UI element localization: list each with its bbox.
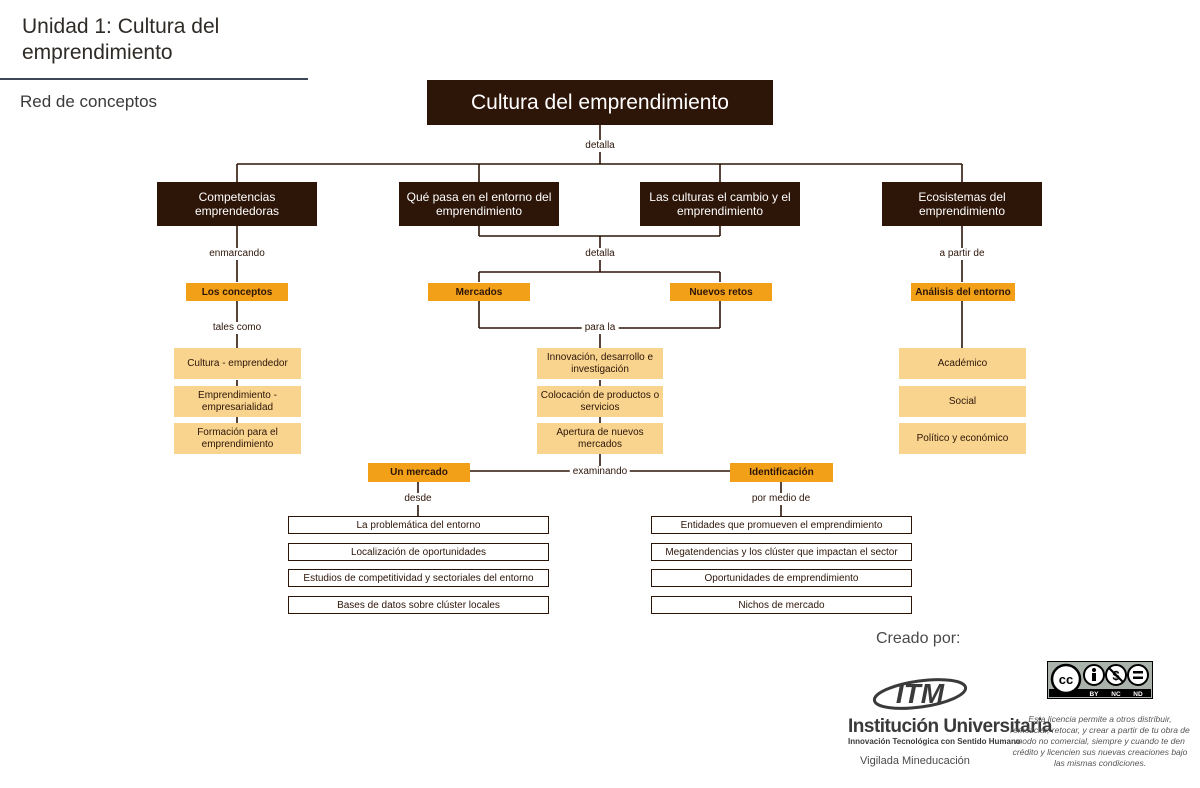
branch-culturas: Las culturas el cambio y el emprendimien… bbox=[640, 182, 800, 226]
page-subtitle: Red de conceptos bbox=[20, 92, 158, 111]
link-label-desde: desde bbox=[401, 493, 435, 505]
item-problematica-entorno: La problemática del entorno bbox=[288, 516, 549, 534]
item-estudios-competitividad: Estudios de competitividad y sectoriales… bbox=[288, 569, 549, 587]
link-label-por-medio-de: por medio de bbox=[748, 493, 814, 505]
page-title: Unidad 1: Cultura del emprendimiento bbox=[22, 15, 220, 64]
node-analisis-del-entorno: Análisis del entorno bbox=[911, 283, 1015, 301]
item-entidades: Entidades que promueven el emprendimient… bbox=[651, 516, 912, 534]
branch-ecosistemas: Ecosistemas del emprendimiento bbox=[882, 182, 1042, 226]
item-oportunidades: Oportunidades de emprendimiento bbox=[651, 569, 912, 587]
svg-text:BY: BY bbox=[1089, 691, 1099, 698]
item-colocacion: Colocación de productos o servicios bbox=[537, 386, 663, 417]
title-divider bbox=[0, 78, 308, 80]
node-mercados: Mercados bbox=[428, 283, 530, 301]
noderivatives-icon bbox=[1127, 664, 1149, 686]
link-label-para-la: para la bbox=[581, 322, 619, 334]
root-concept: Cultura del emprendimiento bbox=[427, 80, 773, 125]
item-emprendimiento-empresarialidad: Emprendimiento - empresarialidad bbox=[174, 386, 301, 417]
link-label-a-partir-de: a partir de bbox=[936, 248, 988, 260]
item-bases-de-datos: Bases de datos sobre clúster locales bbox=[288, 596, 549, 614]
link-label-examinando: examinando bbox=[569, 466, 631, 478]
branch-competencias: Competencias emprendedoras bbox=[157, 182, 317, 226]
svg-text:cc: cc bbox=[1059, 672, 1073, 687]
item-apertura: Apertura de nuevos mercados bbox=[537, 423, 663, 454]
item-social: Social bbox=[899, 386, 1026, 417]
item-cultura-emprendedor: Cultura - emprendedor bbox=[174, 348, 301, 379]
item-nichos: Nichos de mercado bbox=[651, 596, 912, 614]
node-los-conceptos: Los conceptos bbox=[186, 283, 288, 301]
item-formacion-emprendimiento: Formación para el emprendimiento bbox=[174, 423, 301, 454]
svg-text:ND: ND bbox=[1133, 691, 1143, 698]
institution-tagline: Innovación Tecnológica con Sentido Human… bbox=[848, 737, 1021, 746]
cc-icon bbox=[1050, 663, 1082, 695]
item-academico: Académico bbox=[899, 348, 1026, 379]
item-politico-economico: Político y económico bbox=[899, 423, 1026, 454]
link-label-enmarcando: enmarcando bbox=[206, 248, 268, 260]
item-megatendencias: Megatendencias y los clúster que impacta… bbox=[651, 543, 912, 561]
node-un-mercado: Un mercado bbox=[368, 463, 470, 482]
created-by-label: Creado por: bbox=[876, 630, 961, 647]
svg-text:NC: NC bbox=[1111, 691, 1121, 698]
license-text: Esta licencia permite a otros distribuir… bbox=[1010, 714, 1190, 768]
node-nuevos-retos: Nuevos retos bbox=[670, 283, 772, 301]
link-label-tales-como: tales como bbox=[209, 322, 265, 334]
vigilada-label: Vigilada Mineducación bbox=[860, 755, 970, 767]
node-identificacion: Identificación bbox=[730, 463, 833, 482]
link-label-detalla: detalla bbox=[582, 248, 618, 260]
itm-logo: ITM bbox=[872, 678, 968, 710]
item-innovacion: Innovación, desarrollo e investigación bbox=[537, 348, 663, 379]
itm-logo-text: ITM bbox=[896, 678, 945, 709]
institution-name: Institución Universitaria bbox=[848, 716, 1052, 737]
branch-entorno: Qué pasa en el entorno del emprendimient… bbox=[399, 182, 559, 226]
item-localizacion-oportunidades: Localización de oportunidades bbox=[288, 543, 549, 561]
cc-license-badge: cc $ BY NC ND bbox=[1047, 661, 1153, 699]
link-label-detalla-root: detalla bbox=[582, 140, 618, 152]
